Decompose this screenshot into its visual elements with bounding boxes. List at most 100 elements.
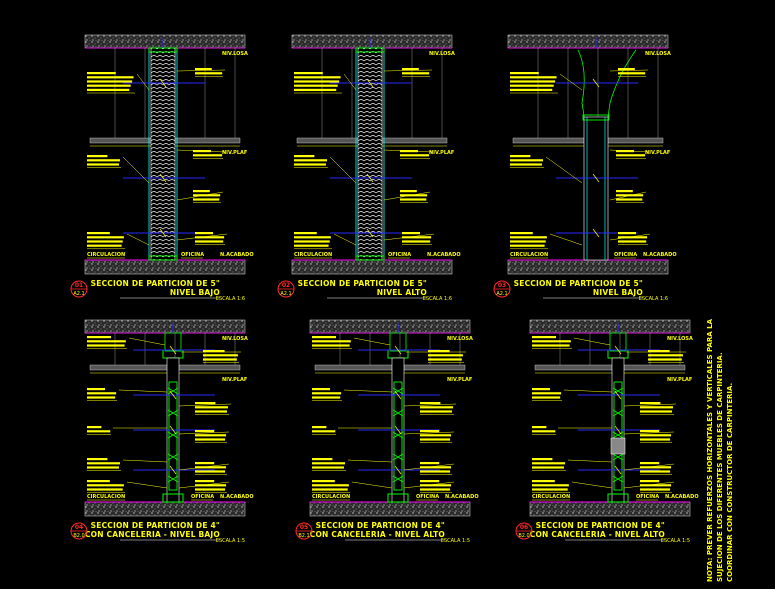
annotation-stroke [312, 480, 335, 483]
annotation-stroke [640, 430, 660, 433]
leader-line [343, 73, 357, 91]
annotation-stroke [312, 392, 342, 395]
level-tag-plafon: NIV.PLAF [222, 377, 247, 383]
detail-sheet-ref: B2.1 [298, 533, 309, 539]
annotation-stroke [420, 480, 440, 483]
annotation-stroke [532, 388, 550, 391]
leader-line [609, 149, 649, 153]
leader-line [333, 233, 357, 246]
dimension-tick [169, 345, 177, 355]
annotation-stroke [312, 466, 344, 469]
annotation-stroke [616, 194, 644, 197]
leader-line [403, 481, 455, 489]
annotation-stroke [312, 388, 330, 391]
room-label-oficina: OFICINA [614, 252, 637, 258]
annotation-stroke [402, 72, 430, 75]
dimension-tick [394, 465, 402, 475]
room-label-circulacion: CIRCULACION [532, 494, 570, 500]
leader-line [403, 403, 457, 407]
glass-pane [613, 381, 623, 491]
leader-line [178, 403, 232, 407]
annotation-stroke [195, 240, 224, 243]
dimension-tick [614, 465, 622, 475]
annotation-stroke [532, 426, 547, 429]
annotation-stroke [294, 240, 330, 243]
annotation-stroke [420, 438, 451, 441]
annotation-stroke [420, 402, 441, 405]
leader-line [178, 463, 230, 471]
annotation-stroke [648, 358, 682, 361]
annotation-stroke [87, 240, 123, 243]
level-tag-losa: NIV.LOSA [667, 336, 693, 342]
leader-line [563, 389, 613, 393]
leader-line [351, 481, 393, 489]
dimension-tick [614, 425, 622, 435]
annotation-stroke [640, 484, 672, 487]
annotation-stroke [648, 350, 670, 353]
room-label-circulacion: CIRCULACION [87, 494, 125, 500]
leader-line [126, 481, 168, 489]
annotation-stroke [87, 340, 126, 343]
upper-frame [389, 332, 407, 352]
dimension-tick [394, 390, 402, 400]
annotation-stroke [87, 484, 124, 487]
annotation-stroke [402, 236, 432, 239]
annotation-stroke [294, 155, 315, 158]
annotation-stroke [420, 488, 451, 491]
detail-scale: ESCALA 1:5 [441, 538, 470, 544]
annotation-stroke [203, 358, 237, 361]
sill-track [387, 493, 409, 503]
glazing-bead [612, 409, 624, 417]
glazing-bead [392, 387, 404, 395]
detail-sheet-ref: A2.1 [496, 291, 507, 297]
annotation-stroke [87, 430, 111, 433]
detail-subtitle: NIVEL ALTO [377, 288, 427, 297]
glazing-bead [612, 453, 624, 461]
note-line-3: COORDINAR CON CONSTRUCTOR DE CARPINTERIA… [726, 382, 734, 582]
detail-scale: ESCALA 1:6 [216, 296, 245, 302]
detail-number: 03 [498, 282, 506, 289]
annotation-stroke [312, 336, 336, 339]
level-tag-acabado: N.ACABADO [665, 494, 699, 500]
glazing-bead [392, 475, 404, 483]
annotation-stroke [532, 392, 562, 395]
annotation-stroke [195, 470, 226, 473]
annotation-stroke [616, 154, 646, 157]
leader-line [122, 156, 150, 184]
glazing-bead [612, 475, 624, 483]
annotation-stroke [294, 72, 323, 75]
annotation-stroke [616, 198, 643, 201]
detail-subtitle: NIVEL BAJO [170, 288, 220, 297]
annotation-stroke [193, 190, 210, 193]
annotation-stroke [87, 458, 108, 461]
annotation-stroke [294, 84, 338, 87]
floor-slab [529, 501, 691, 517]
annotation-stroke [616, 150, 634, 153]
annotation-stroke [640, 434, 672, 437]
annotation-stroke [532, 462, 565, 465]
annotation-stroke [87, 88, 130, 91]
upper-frame [609, 332, 627, 352]
level-tag-losa: NIV.LOSA [222, 51, 248, 57]
annotation-stroke [420, 410, 452, 413]
insulated-partition [357, 47, 383, 261]
room-label-oficina: OFICINA [636, 494, 659, 500]
glazing-bead [167, 409, 179, 417]
level-tag-plafon: NIV.PLAF [645, 150, 670, 156]
annotation-stroke [87, 480, 110, 483]
detail-title: SECCION DE PARTICION DE 5" [514, 279, 643, 288]
annotation-stroke [87, 84, 131, 87]
dimension-tick [394, 425, 402, 435]
leader-line [383, 69, 433, 72]
dimension-tick [614, 390, 622, 400]
level-tag-acabado: N.ACABADO [220, 494, 254, 500]
annotation-stroke [640, 466, 672, 469]
room-label-circulacion: CIRCULACION [87, 252, 125, 258]
annotation-stroke [87, 76, 134, 79]
detail-sheet-ref: B2.0 [518, 533, 529, 539]
glazing-bead [392, 431, 404, 439]
annotation-stroke [195, 438, 226, 441]
annotation-stroke [87, 336, 111, 339]
annotation-stroke [428, 358, 462, 361]
